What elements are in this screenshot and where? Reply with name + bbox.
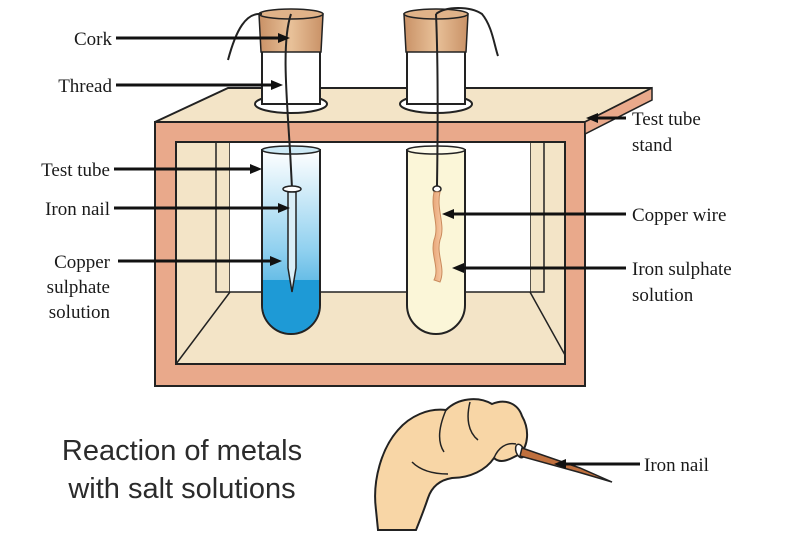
- arrowhead-copper-wire: [442, 209, 454, 219]
- stand-side: [584, 86, 653, 136]
- arrowhead-iron-nail: [278, 203, 290, 213]
- arrowhead-hand-nail: [554, 459, 566, 469]
- copper-wire-body: [432, 191, 443, 283]
- arrowhead-test-tube: [250, 164, 262, 174]
- test-tube-right: [403, 7, 499, 335]
- arrowhead-thread: [271, 80, 283, 90]
- arrowhead-iron-sulphate: [452, 263, 464, 273]
- label-copper-sulphate-2: sulphate: [47, 277, 110, 298]
- label-test-tube: Test tube: [41, 160, 110, 181]
- thread-right: [435, 7, 499, 187]
- label-cork: Cork: [74, 29, 113, 50]
- label-copper-sulphate-3: solution: [49, 302, 111, 323]
- leader-lines: [114, 33, 640, 469]
- test-tube-stand: [154, 86, 653, 387]
- label-copper-wire: Copper wire: [632, 205, 726, 226]
- label-iron-sulphate-2: solution: [632, 285, 694, 306]
- label-iron-nail: Iron nail: [45, 199, 110, 220]
- title-line-1: Reaction of metals: [62, 435, 302, 467]
- label-stand-1: Test tube: [632, 109, 701, 130]
- test-tube-left: [227, 8, 324, 335]
- stand-front-frame: [154, 121, 586, 387]
- iron-nail-head: [282, 185, 302, 193]
- arrowhead-cork: [278, 33, 290, 43]
- labels: Cork Thread Test tube Iron nail Copper s…: [41, 29, 732, 505]
- label-iron-sulphate-1: Iron sulphate: [632, 259, 732, 280]
- hand-finger-lines: [411, 401, 517, 475]
- iron-nail-body: [287, 191, 297, 293]
- label-hand-iron-nail: Iron nail: [644, 455, 709, 476]
- tube-right-rim: [406, 145, 466, 155]
- hand: [374, 398, 528, 531]
- label-copper-sulphate-1: Copper: [54, 252, 111, 273]
- copper-wire-loop: [432, 185, 442, 193]
- arrowhead-copper-sulphate: [270, 256, 282, 266]
- title-line-2: with salt solutions: [67, 473, 295, 505]
- stand-back-leg-left: [215, 141, 231, 293]
- label-stand-2: stand: [632, 135, 673, 156]
- copper-sulphate-solution: [263, 280, 319, 333]
- label-thread: Thread: [58, 76, 112, 97]
- arrowhead-stand: [586, 113, 598, 123]
- thread-left: [227, 12, 293, 189]
- stand-floor: [174, 291, 572, 365]
